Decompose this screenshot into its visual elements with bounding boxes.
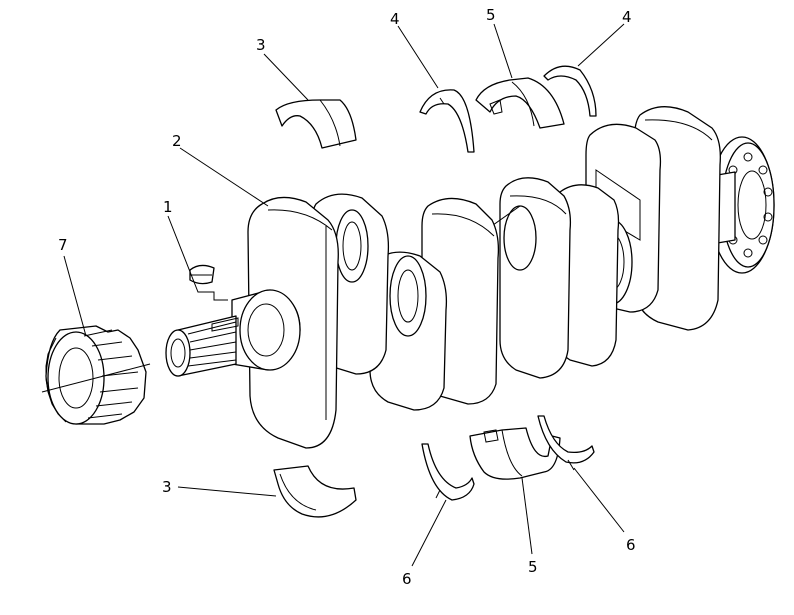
thrust-washer-lower-right [537, 415, 595, 471]
callout-crankshaft-gear: 7 [58, 236, 68, 254]
callout-thrust-washer-upper-left: 4 [390, 10, 400, 28]
callout-key: 1 [163, 198, 173, 216]
thrust-washer-lower-left [421, 443, 475, 501]
main-bearing-lower [273, 465, 357, 518]
callout-crankshaft: 2 [172, 132, 182, 150]
callout-labels: 1 2 3 3 4 5 4 6 5 6 7 [58, 6, 636, 588]
callout-thrust-bearing-lower: 5 [528, 558, 538, 576]
main-bearing-upper [275, 99, 357, 149]
flange-bolt-holes [728, 152, 773, 258]
crankshaft [165, 106, 775, 449]
callout-thrust-washer-lower-left: 6 [402, 570, 412, 588]
callout-thrust-bearing-upper: 5 [486, 6, 496, 24]
callout-main-bearing-upper: 3 [256, 36, 266, 54]
crankshaft-gear [41, 325, 151, 425]
thrust-washer-upper-right [543, 65, 597, 117]
thrust-washer-upper-left [419, 89, 475, 153]
thrust-bearing-upper [475, 77, 565, 129]
leader-lines [63, 23, 625, 567]
callout-thrust-washer-upper-right: 4 [622, 8, 632, 26]
callout-thrust-washer-lower-right: 6 [626, 536, 636, 554]
thrust-bearing-lower [469, 427, 561, 480]
callout-main-bearing-lower: 3 [162, 478, 172, 496]
